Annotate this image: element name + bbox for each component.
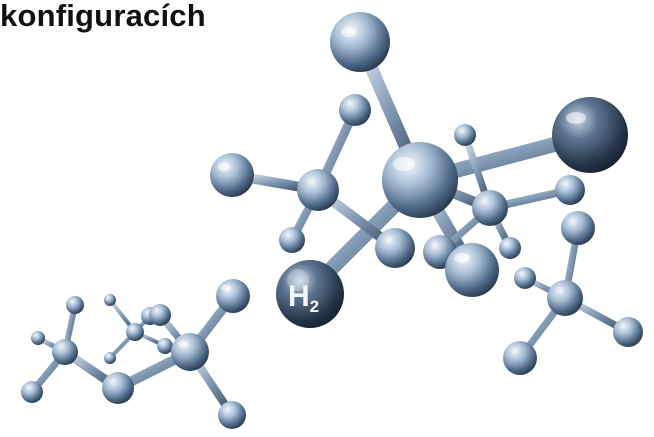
page-heading: konfiguracích [0, 0, 206, 33]
highlights [178, 27, 586, 347]
hydrogen-atom: H2 [276, 260, 344, 328]
atoms-right [503, 211, 643, 375]
atoms-main [210, 12, 628, 297]
atoms-left [21, 279, 250, 429]
hydrogen-label: H2 [288, 280, 319, 316]
